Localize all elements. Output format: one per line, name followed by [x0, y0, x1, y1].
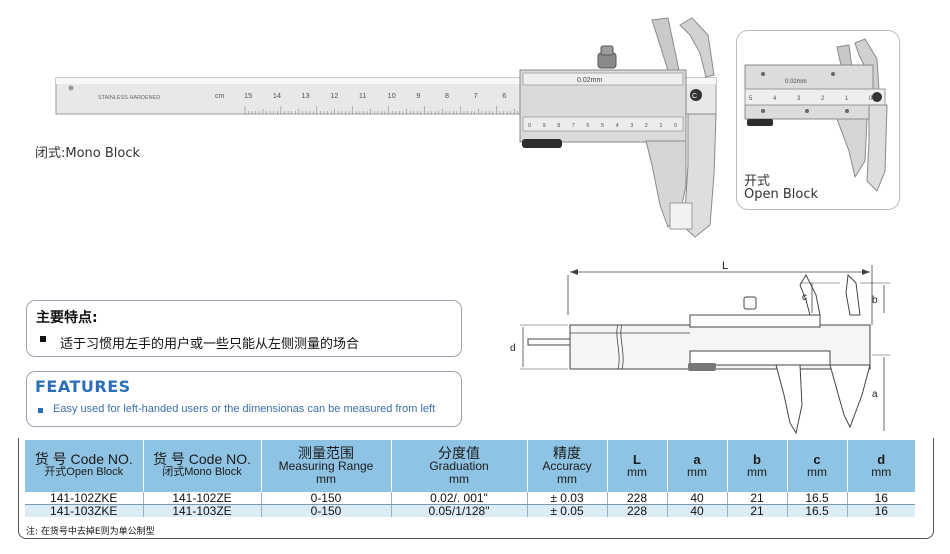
col-code-mono: 货 号 Code NO.闭式Mono Block: [143, 440, 262, 492]
open-ruler-number-0: 5: [749, 96, 753, 102]
open-ruler-number-5: 0: [869, 96, 873, 102]
features-en-item: Easy used for left-handed users or the d…: [53, 403, 436, 415]
table-cell: 16: [847, 492, 915, 505]
table-frame: [18, 438, 934, 539]
caliper-mono-block-illustration: STAINLESS HARDENED cm 151413121110987654…: [55, 17, 717, 238]
dim-label-a: a: [872, 389, 878, 400]
table-cell: 228: [607, 492, 668, 505]
table-cell: ± 0.05: [527, 504, 608, 517]
open-ruler-number-4: 1: [845, 96, 849, 102]
table-cell: 16.5: [787, 492, 848, 505]
table-cell: 21: [727, 492, 788, 505]
table-note: 注: 在货号中去掉E则为单公制型: [26, 527, 155, 537]
vernier-number-2: 8: [557, 123, 560, 129]
ruler-number-3: 12: [330, 91, 338, 100]
bullet-square-icon: [38, 408, 43, 413]
caliper-open-block-illustration: 5 4 3 2 1 0 0.02mm: [744, 38, 888, 192]
ruler-brand-text: STAINLESS HARDENED: [98, 95, 160, 101]
vernier-number-7: 3: [630, 123, 633, 129]
table-row: 141-103ZKE 141-103ZE 0-150 0.05/1/128" ±…: [25, 504, 915, 517]
table-cell: 0.02/. 001": [391, 492, 528, 505]
mono-block-label: 闭式:Mono Block: [35, 146, 141, 161]
open-block-label-en: Open Block: [744, 187, 819, 202]
open-vernier-label: 0.02mm: [785, 79, 807, 85]
table-row: 141-102ZKE 141-102ZE 0-150 0.02/. 001" ±…: [25, 492, 915, 505]
table-cell: 141-102ZKE: [25, 492, 144, 505]
ruler-number-7: 8: [445, 91, 449, 100]
col-code-open: 货 号 Code NO.开式Open Block: [25, 440, 144, 492]
vernier-number-6: 4: [616, 123, 619, 129]
specification-table: 货 号 Code NO.开式Open Block 货 号 Code NO.闭式M…: [25, 440, 915, 517]
features-cn-box: [26, 300, 462, 357]
table-cell: 0.05/1/128": [391, 504, 528, 517]
vernier-number-0: 0: [528, 123, 531, 129]
table-cell: 40: [667, 504, 728, 517]
table-cell: 40: [667, 492, 728, 505]
open-block-label-cn: 开式: [744, 174, 771, 189]
open-ruler-number-3: 2: [821, 96, 825, 102]
dim-label-L: L: [722, 260, 728, 272]
vernier-number-4: 6: [586, 123, 589, 129]
table-cell: 0-150: [261, 492, 392, 505]
features-cn-title: 主要特点:: [36, 310, 98, 326]
dim-label-d: d: [510, 343, 516, 354]
vernier-number-5: 5: [601, 123, 604, 129]
table-cell: 16: [847, 504, 915, 517]
features-cn-item: 适于习惯用左手的用户或一些只能从左侧测量的场合: [60, 337, 360, 352]
table-cell: 21: [727, 504, 788, 517]
table-cell: ± 0.03: [527, 492, 608, 505]
dim-label-b: b: [872, 295, 878, 306]
vernier-number-1: 9: [543, 123, 546, 129]
vernier-number-8: 2: [645, 123, 648, 129]
table-cell: 141-103ZKE: [25, 504, 144, 517]
ruler-number-4: 11: [359, 91, 367, 100]
table-cell: 16.5: [787, 504, 848, 517]
svg-text:C: C: [692, 93, 697, 100]
ruler-number-9: 6: [502, 91, 506, 100]
table-cell: 228: [607, 504, 668, 517]
table-cell: 141-102ZE: [143, 492, 262, 505]
dimension-drawing: L d c b a: [510, 260, 890, 435]
open-block-inset: 5 4 3 2 1 0 0.02mm: [736, 30, 900, 210]
ruler-number-1: 14: [273, 91, 281, 100]
dim-label-c: c: [802, 292, 807, 303]
vernier-number-3: 7: [572, 123, 575, 129]
open-ruler-scale: 5 4 3 2 1 0: [749, 96, 873, 102]
open-ruler-number-1: 4: [773, 96, 777, 102]
vernier-scale: 0 9 8 7 6 5 4 3 2 1 0: [528, 123, 677, 129]
ruler-number-6: 9: [416, 91, 420, 100]
ruler-number-5: 10: [388, 91, 396, 100]
table-cell: 0-150: [261, 504, 392, 517]
table-header-row: 货 号 Code NO.开式Open Block 货 号 Code NO.闭式M…: [25, 440, 915, 492]
ruler-unit-text: cm: [215, 93, 225, 100]
vernier-number-10: 0: [674, 123, 677, 129]
bullet-square-icon: [40, 336, 46, 342]
open-ruler-number-2: 3: [797, 96, 801, 102]
features-en-title: FEATURES: [35, 377, 131, 396]
vernier-label: 0.02mm: [577, 77, 602, 84]
ruler-number-0: 15: [244, 91, 252, 100]
ruler-number-2: 13: [301, 91, 309, 100]
features-en-box: [26, 371, 462, 427]
ruler-number-8: 7: [474, 91, 478, 100]
vernier-number-9: 1: [659, 123, 662, 129]
table-cell: 141-103ZE: [143, 504, 262, 517]
